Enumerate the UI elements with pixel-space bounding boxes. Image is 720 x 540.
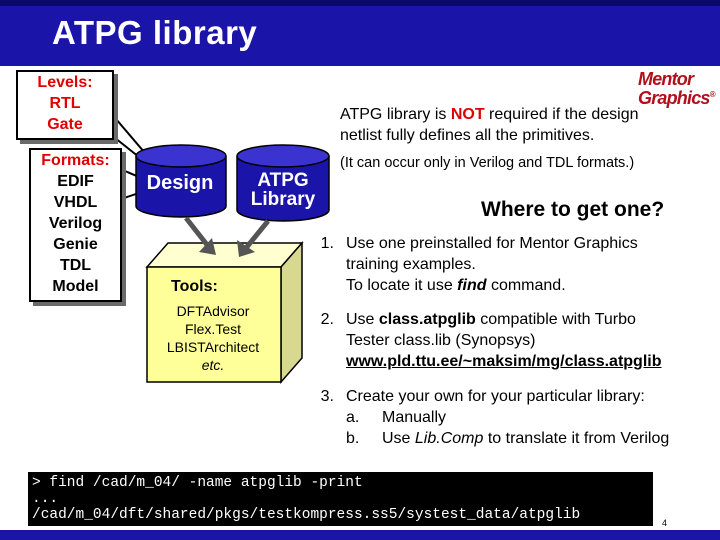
note-part1: ATPG library is [340,106,451,123]
terminal-line-3: /cad/m_04/dft/shared/pkgs/testkompress.s… [32,507,581,523]
sub-a-label: a. [346,409,360,426]
arrow-design-to-tools [184,216,216,255]
sub-b-libcomp: Lib.Comp [414,430,484,447]
list-item-1-line2: training examples. [346,256,476,273]
sub-b-label: b. [346,430,360,447]
where-heading: Where to get one? [481,198,665,221]
tools-item-flextest: Flex.Test [184,321,241,337]
list-item-1-body: Use one preinstalled for Mentor Graphics… [346,233,638,296]
list-item-2-line2: Tester class.lib (Synopsys) [346,332,536,349]
atpg-library-label-line1: ATPG [257,170,309,191]
sub-a-text: Manually [382,409,447,426]
list-item-2-body: Use class.atpglib compatible with Turbo … [346,309,662,372]
class-atpglib-link[interactable]: www.pld.ttu.ee/~maksim/mg/class.atpglib [346,353,662,370]
logo-line1: Mentor [638,69,694,89]
atpg-library-label: ATPG Library [236,171,330,209]
list-item-1-number: 1. [320,235,334,252]
tools-box [145,241,304,384]
formats-item-verilog: Verilog [48,215,103,232]
title-bar-stripe [0,0,720,6]
title-bar [0,0,720,66]
formats-box: Formats: EDIF VHDL Verilog Genie TDL Mod… [29,148,122,302]
formats-item-tdl: TDL [59,257,92,274]
list-item-2-number: 2. [320,311,334,328]
list-item-2-classatpglib: class.atpglib [378,311,476,328]
formats-item-vhdl: VHDL [53,194,98,211]
list-item-3-sub-b: b. Use Lib.Comp to translate it from Veri… [346,428,669,449]
logo-mark: ® [709,90,716,99]
list-item-1-find: find [457,277,487,294]
mentor-graphics-logo: Mentor Graphics® [638,69,718,108]
design-cylinder-label: Design [146,172,214,194]
sub-b-text1: Use [382,430,415,447]
list-item-1-line3: To locate it use find command. [346,275,638,296]
slide-title: ATPG library [52,14,258,51]
list-item-3-body: Create your own for your particular libr… [346,386,669,449]
atpg-library-label-line2: Library [250,189,316,210]
list-item-1-line1: Use one preinstalled for Mentor Graphics [346,235,638,252]
levels-label: Levels: [37,74,93,91]
tools-item-dftadvisor: DFTAdvisor [176,303,250,319]
note-not-word: NOT [450,106,485,123]
levels-item-rtl: RTL [49,95,81,112]
bottom-bar [0,530,720,540]
note-part2: required if the design netlist fully def… [340,106,639,144]
levels-item-gate: Gate [47,116,83,133]
terminal-line-1: > find /cad/m_04/ -name atpglib -print [32,475,363,491]
arrow-library-to-tools [237,219,270,257]
tools-content: Tools: DFTAdvisor Flex.Test LBISTArchite… [147,278,279,374]
tools-title: Tools: [171,278,218,295]
page-number: 4 [662,518,668,528]
list-item-2-line1a: Use [346,311,379,328]
list-item-3-number: 3. [320,388,334,405]
logo-line2: Graphics [638,88,710,108]
tools-item-etc: etc. [201,357,225,373]
terminal-line-2: ... [32,491,59,507]
levels-box: Levels: RTL Gate [16,70,114,140]
list-item-1-line3c: command. [486,277,566,294]
atpg-library-cylinder [236,144,330,222]
list-item-2-line1: Use class.atpglib compatible with Turbo [346,309,662,330]
atpg-note: ATPG library is NOT required if the desi… [340,104,640,146]
tools-item-lbistarchitect: LBISTArchitect [166,339,260,355]
terminal-output: > find /cad/m_04/ -name atpglib -print..… [28,472,653,526]
list-item-3-sub-a: a. Manually [346,407,669,428]
design-cylinder [135,144,227,218]
formats-label: Formats: [41,152,110,169]
format-note: (It can occur only in Verilog and TDL fo… [340,155,635,171]
list-item-1-line3a: To locate it use [346,277,458,294]
sub-b-text3: to translate it from Verilog [483,430,670,447]
list-item-3-line1: Create your own for your particular libr… [346,388,645,405]
formats-item-edif: EDIF [57,173,94,190]
formats-item-model: Model [52,278,99,295]
list-item-2-line1c: compatible with Turbo [475,311,636,328]
formats-item-genie: Genie [53,236,98,253]
